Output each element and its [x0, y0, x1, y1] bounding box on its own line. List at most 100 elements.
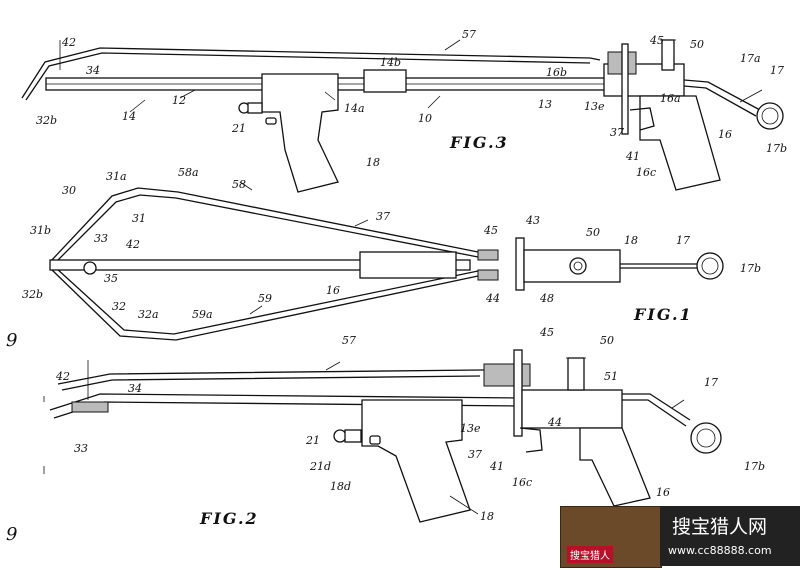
- fig1-grip-16: [359, 251, 457, 279]
- label: 17b: [740, 262, 761, 275]
- fig1-drawing: [49, 181, 724, 341]
- fig2-ring-17b: [690, 422, 722, 454]
- label: 32b: [22, 288, 43, 301]
- label: 48: [539, 292, 554, 305]
- label: 33: [74, 442, 88, 455]
- label: 31a: [106, 170, 127, 183]
- label: 18d: [330, 480, 351, 493]
- label: 58a: [178, 166, 199, 179]
- label: 57: [342, 334, 356, 347]
- label: 17b: [766, 142, 787, 155]
- label: 41: [625, 150, 640, 163]
- label: 37: [610, 126, 624, 139]
- watermark-logo: 搜宝猎人: [560, 506, 662, 568]
- figure-caption-fig2: FIG.2: [199, 509, 259, 528]
- label: 13e: [460, 422, 481, 435]
- label: 41: [489, 460, 504, 473]
- fig2-post-50: [567, 357, 585, 391]
- label: 18: [480, 510, 494, 523]
- fig2-rear-body: [521, 389, 623, 429]
- figure-caption-fig1: FIG.1: [633, 305, 693, 324]
- label: 50: [586, 226, 600, 239]
- label: 21: [305, 434, 320, 447]
- label: 18: [366, 156, 380, 169]
- label: 13e: [584, 100, 605, 113]
- label: 34: [128, 382, 142, 395]
- label: 17: [704, 376, 718, 389]
- fig3-collar-14b: [363, 69, 407, 93]
- label: 16: [656, 486, 670, 499]
- watermark-badge: 搜宝猎人: [567, 546, 613, 563]
- label: 16a: [660, 92, 681, 105]
- fig2-rear-rod: [622, 393, 691, 421]
- label: 35: [104, 272, 118, 285]
- label: 45: [483, 224, 498, 237]
- fig3-ring-17b: [756, 102, 784, 130]
- label: 32a: [138, 308, 159, 321]
- label: 16: [326, 284, 340, 297]
- label: 50: [690, 38, 704, 51]
- label: 14: [122, 110, 136, 123]
- label: 42: [61, 36, 76, 49]
- label: 59a: [192, 308, 213, 321]
- label: 12: [172, 94, 186, 107]
- fig2-part-33: [71, 401, 109, 413]
- fig2-trigger: [519, 427, 543, 453]
- watermark-url: www.cc88888.com: [668, 544, 772, 557]
- fig1-upper-arm: [49, 187, 479, 263]
- label: 16c: [512, 476, 532, 489]
- fig3-rear-grip: [639, 95, 721, 191]
- fig1-plate-43: [515, 237, 525, 291]
- label: 16b: [546, 66, 567, 79]
- label: 44: [547, 416, 562, 429]
- label: 51: [604, 370, 618, 383]
- fig1-pivot-42: [83, 261, 97, 275]
- watermark: 搜宝猎人 搜宝猎人网 www.cc88888.com: [560, 506, 800, 568]
- label: 33: [94, 232, 108, 245]
- fig1-post-50: [569, 257, 587, 275]
- fig2-rear-grip: [579, 427, 651, 507]
- watermark-site-name: 搜宝猎人网: [672, 516, 768, 538]
- label: 34: [86, 64, 100, 77]
- label: 59: [258, 292, 272, 305]
- label: 31b: [30, 224, 51, 237]
- label: 58: [232, 178, 246, 191]
- fig1-lower-arm: [49, 267, 479, 341]
- label: 17a: [740, 52, 761, 65]
- label: 32: [112, 300, 126, 313]
- fig2-plate-13e: [513, 349, 523, 437]
- label: 45: [649, 34, 664, 47]
- label: 17: [770, 64, 784, 77]
- label: 17: [676, 234, 690, 247]
- label: 21d: [309, 460, 331, 473]
- label: 17b: [744, 460, 765, 473]
- figure-caption-fig3: FIG.3: [449, 133, 509, 152]
- fig3-trigger: [629, 107, 655, 131]
- label: 42: [55, 370, 70, 383]
- label: 14b: [380, 56, 401, 69]
- label: 10: [418, 112, 432, 125]
- label: 44: [485, 292, 500, 305]
- label: 45: [539, 326, 554, 339]
- fig2-drawing: [49, 349, 722, 523]
- label: 18: [624, 234, 638, 247]
- label: 37: [468, 448, 482, 461]
- fig3-drawing: [21, 39, 784, 193]
- label: 42: [125, 238, 140, 251]
- fig1-shaft: [49, 259, 471, 271]
- label: 30: [62, 184, 76, 197]
- fig3-front-grip: [261, 73, 339, 193]
- fig2-knob-21: [333, 429, 347, 443]
- label: 32b: [36, 114, 57, 127]
- label: 16c: [636, 166, 656, 179]
- label: 37: [376, 210, 390, 223]
- fig1-ring-17b: [696, 252, 724, 280]
- label: 57: [462, 28, 476, 41]
- margin-mark: 9: [6, 524, 17, 545]
- label: 21: [231, 122, 246, 135]
- label: 16: [718, 128, 732, 141]
- fig2-block-45: [483, 363, 531, 387]
- fig3-plate-13e: [621, 43, 629, 135]
